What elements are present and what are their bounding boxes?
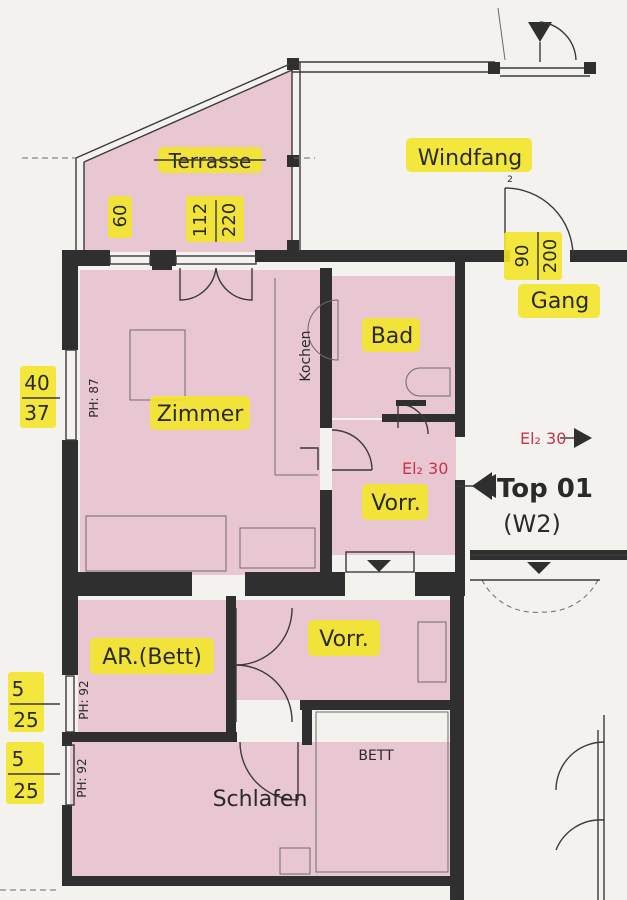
kochen-label: Kochen bbox=[298, 330, 314, 381]
vorr-mid-highlight bbox=[308, 620, 380, 656]
gang-label: Gang bbox=[531, 289, 589, 314]
dim-ar-ph: PH: 92 bbox=[77, 680, 91, 719]
schlafen-area bbox=[70, 742, 450, 878]
unit-type: (W2) bbox=[503, 510, 561, 538]
wall-left-outer bbox=[62, 250, 78, 350]
highlights bbox=[6, 138, 600, 804]
wall-schlafen-top bbox=[300, 700, 455, 710]
dim-schlafen-win-bottom: 25 bbox=[13, 779, 38, 803]
dim-zimmer-ph: PH: 87 bbox=[87, 378, 101, 417]
wall-left-outer-2 bbox=[62, 440, 78, 675]
el-marker-outside: El₂ 30 bbox=[520, 429, 566, 448]
el-marker-inside: El₂ 30 bbox=[402, 459, 448, 478]
wall-bad-bottom bbox=[382, 414, 457, 422]
labels: Terrasse Windfang 2 Gang Bad Zimmer Koch… bbox=[0, 146, 593, 891]
bad-highlight bbox=[362, 318, 420, 352]
wall-bottom bbox=[62, 876, 462, 886]
ar-bett-label: AR.(Bett) bbox=[102, 645, 202, 670]
zimmer-highlight bbox=[150, 396, 250, 430]
wall-vorr-right bbox=[455, 480, 465, 580]
vorr-top-label: Vorr. bbox=[371, 491, 420, 516]
vorr-top-highlight bbox=[362, 484, 428, 520]
terrace-railing bbox=[22, 58, 596, 252]
wall-left-outer-4 bbox=[62, 805, 72, 885]
wall-zimmer-top-left bbox=[62, 250, 110, 266]
wall-entry-right bbox=[570, 250, 627, 262]
dim-ar-win-bottom: 25 bbox=[13, 708, 38, 732]
terrasse-label: Terrasse bbox=[168, 149, 252, 173]
dim-terrasse-door-bottom: 220 bbox=[219, 203, 240, 237]
windfang-label: Windfang bbox=[418, 146, 522, 171]
wall-ar-right bbox=[226, 596, 236, 741]
wall-zimmer-bottom-2 bbox=[245, 572, 345, 596]
unit-name: Top 01 bbox=[497, 474, 593, 504]
gang-highlight bbox=[518, 284, 600, 318]
vorr-mid-label: Vorr. bbox=[319, 627, 368, 652]
wall-zimmer-right-2 bbox=[320, 490, 332, 580]
step-label: 2 bbox=[507, 175, 513, 185]
windfang-highlight bbox=[406, 138, 532, 172]
dim-entry-top: 90 bbox=[512, 245, 533, 268]
dim-schlafen-ph: PH: 92 bbox=[75, 758, 89, 797]
wall-zimmer-top-right bbox=[255, 250, 510, 262]
dim-ar-win-top: 5 bbox=[12, 677, 25, 701]
schlafen-label: Schlafen bbox=[213, 787, 308, 812]
ar-bett-highlight bbox=[90, 638, 214, 674]
dim-schlafen-win-top: 5 bbox=[12, 747, 25, 771]
dim-terrasse-door-top: 112 bbox=[190, 203, 211, 237]
bad-label: Bad bbox=[371, 324, 414, 349]
wall-right-lower bbox=[450, 590, 464, 900]
wall-zimmer-bottom bbox=[62, 572, 192, 596]
bett-label: BETT bbox=[358, 748, 394, 764]
wall-zimmer-right bbox=[320, 268, 332, 428]
dim-terrasse-w: 60 bbox=[110, 205, 131, 228]
wall-bad-right bbox=[455, 262, 465, 437]
openings bbox=[65, 187, 605, 900]
wall-ar-bottom bbox=[62, 732, 237, 742]
zimmer-label: Zimmer bbox=[157, 402, 245, 427]
wall-schlafen-stub bbox=[302, 700, 312, 745]
dim-zimmer-win-top: 40 bbox=[24, 371, 49, 395]
dim-entry-bottom: 200 bbox=[540, 239, 561, 273]
room-fills bbox=[70, 70, 456, 878]
dim-zimmer-win-bottom: 37 bbox=[24, 401, 49, 425]
unit-arrow-icon bbox=[472, 472, 492, 500]
